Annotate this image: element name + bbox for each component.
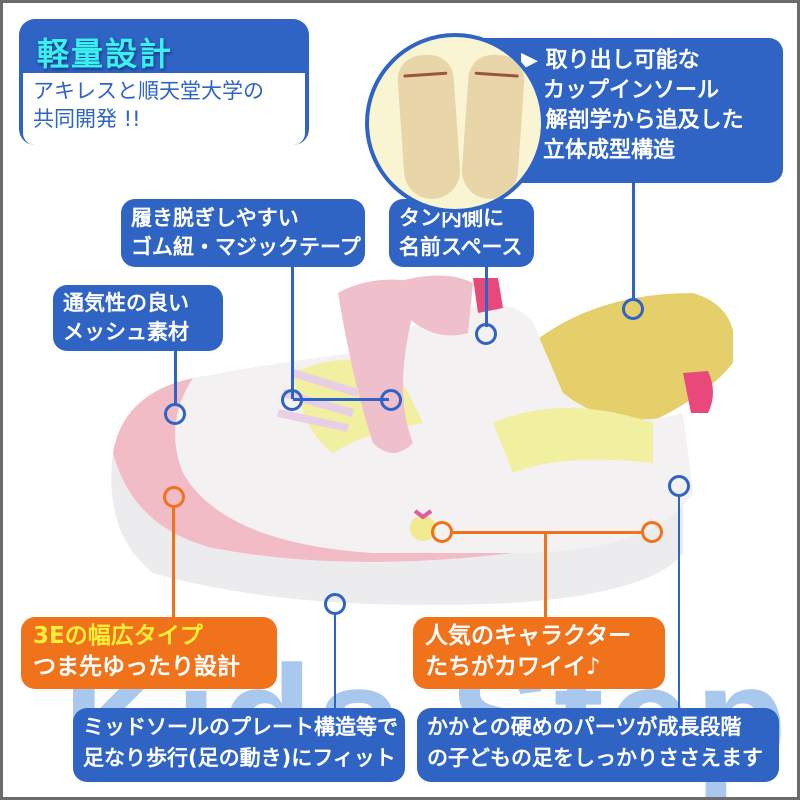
heel-callout: かかとの硬めのパーツが成長段階 の子どもの足をしっかりささえます <box>417 708 779 782</box>
name-space-marker <box>475 323 497 345</box>
wide-line-2: つま先ゆったり設計 <box>33 654 240 680</box>
lightweight-line-2: 共同開発 !! <box>33 107 141 131</box>
fastener-marker-strap <box>380 389 402 411</box>
lightweight-line-1: アキレスと順天堂大学の <box>33 79 264 103</box>
insole-left-image <box>396 53 462 201</box>
midsole-marker <box>324 593 346 615</box>
wide-fit-callout: 3Eの幅広タイプ つま先ゆったり設計 <box>21 617 277 689</box>
name-space-line-2: 名前スペース <box>399 235 523 259</box>
heel-line-1: かかとの硬めのパーツが成長段階 <box>427 715 742 739</box>
insole-right-image <box>460 53 526 201</box>
midsole-line-2: 足なり歩行(足の動き)にフィット <box>83 746 396 770</box>
lightweight-description: アキレスと順天堂大学の 共同開発 !! <box>23 73 305 145</box>
character-marker-left <box>431 521 453 543</box>
insole-marker <box>622 298 644 320</box>
shoe-image <box>111 275 733 605</box>
mesh-marker <box>164 403 186 425</box>
fastener-line-2: ゴム紐・マジックテープ <box>131 235 361 259</box>
wide-marker <box>163 486 185 508</box>
mesh-line-1: 通気性の良い <box>63 291 189 315</box>
midsole-line-1: ミッドソールのプレート構造等で <box>83 715 398 739</box>
heel-line-2: の子どもの足をしっかりささえます <box>427 746 763 770</box>
insole-item-2-line-2: 立体成型構造 <box>543 138 676 163</box>
character-line-2: たちがカワイイ♪ <box>425 654 601 680</box>
wide-line-1: 3Eの幅広タイプ <box>33 623 203 649</box>
insole-item-2-line-1: ▶ 解剖学から追及した <box>521 108 744 133</box>
heel-marker <box>668 475 690 497</box>
fastener-line-1: 履き脱ぎしやすい <box>131 206 299 230</box>
fastener-marker-lace <box>281 389 303 411</box>
midsole-callout: ミッドソールのプレート構造等で 足なり歩行(足の動き)にフィット <box>73 708 405 782</box>
insole-photo <box>365 33 545 213</box>
character-marker-right <box>641 521 663 543</box>
lightweight-feature-box: 軽量設計 アキレスと順天堂大学の 共同開発 !! <box>19 19 309 145</box>
lightweight-title: 軽量設計 <box>37 35 174 73</box>
fastener-callout: 履き脱ぎしやすい ゴム紐・マジックテープ <box>121 199 365 267</box>
insole-item-1-line-1: ▶ 取り出し可能な <box>521 48 700 73</box>
insole-item-1-line-2: カップインソール <box>543 78 720 103</box>
character-line-1: 人気のキャラクター <box>425 623 632 649</box>
character-callout: 人気のキャラクター たちがカワイイ♪ <box>413 617 665 689</box>
mesh-callout: 通気性の良い メッシュ素材 <box>53 285 223 351</box>
mesh-line-2: メッシュ素材 <box>63 320 189 344</box>
